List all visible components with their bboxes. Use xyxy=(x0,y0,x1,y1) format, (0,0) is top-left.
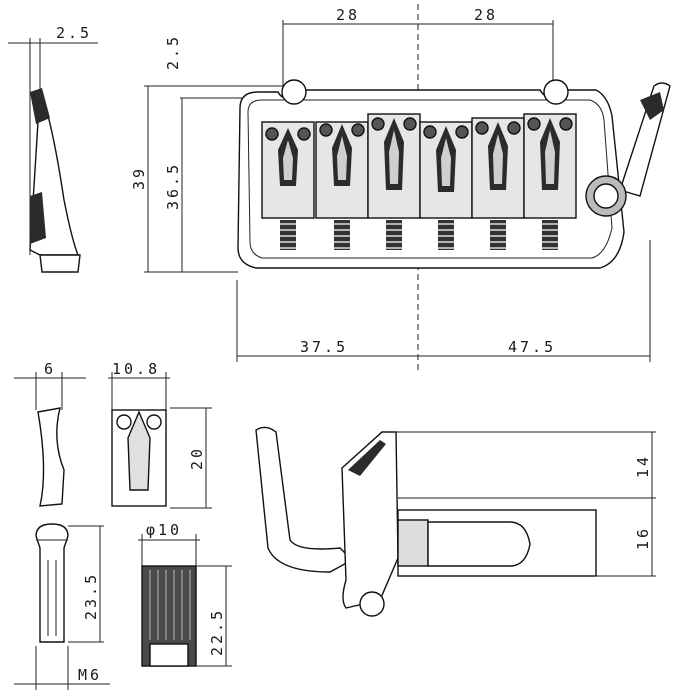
dim-14: 14 xyxy=(634,454,652,478)
saddle-6 xyxy=(523,113,577,219)
height-dimensions: 39 36.5 xyxy=(130,85,238,273)
dim-28-right: 28 xyxy=(474,6,498,24)
dim-28-left: 28 xyxy=(336,6,360,24)
saddle-row xyxy=(261,113,577,219)
stud-view: 23.5 M6 xyxy=(14,523,110,690)
dim-6: 6 xyxy=(44,360,56,378)
saddle-1 xyxy=(261,121,315,219)
dim-16: 16 xyxy=(634,526,652,550)
bridge-side-profile: 2.5 xyxy=(8,24,98,273)
saddle-4 xyxy=(419,121,473,219)
dim-37-5: 37.5 xyxy=(300,338,348,356)
dim-47-5: 47.5 xyxy=(508,338,556,356)
dim-2-5-vertical: 2.5 xyxy=(164,34,182,70)
dim-2-5-top: 2.5 xyxy=(56,24,92,42)
dim-39: 39 xyxy=(130,166,148,190)
saddle-2 xyxy=(315,121,369,219)
bottom-width-dimensions: 37.5 47.5 xyxy=(236,240,651,362)
intonation-springs xyxy=(280,220,558,250)
arm-side-view: 14 16 xyxy=(255,426,656,617)
saddle-5 xyxy=(471,117,525,219)
dim-10-8: 10.8 xyxy=(112,360,160,378)
dim-23-5: 23.5 xyxy=(82,572,100,620)
dim-phi-10: φ10 xyxy=(146,521,182,539)
saddle-side-view: 6 xyxy=(14,360,86,507)
saddle-3 xyxy=(367,113,421,219)
tremolo-arm xyxy=(585,82,671,217)
saddle-front-view: 10.8 20 xyxy=(108,360,212,509)
dim-20: 20 xyxy=(188,446,206,470)
dim-22-5: 22.5 xyxy=(208,608,226,656)
side-dim-2-5-vertical: 2.5 xyxy=(164,34,300,99)
dim-M6: M6 xyxy=(78,666,102,684)
bushing-view: φ10 22.5 xyxy=(138,521,232,667)
dim-36-5: 36.5 xyxy=(164,162,182,210)
bridge-top-view xyxy=(237,79,671,269)
